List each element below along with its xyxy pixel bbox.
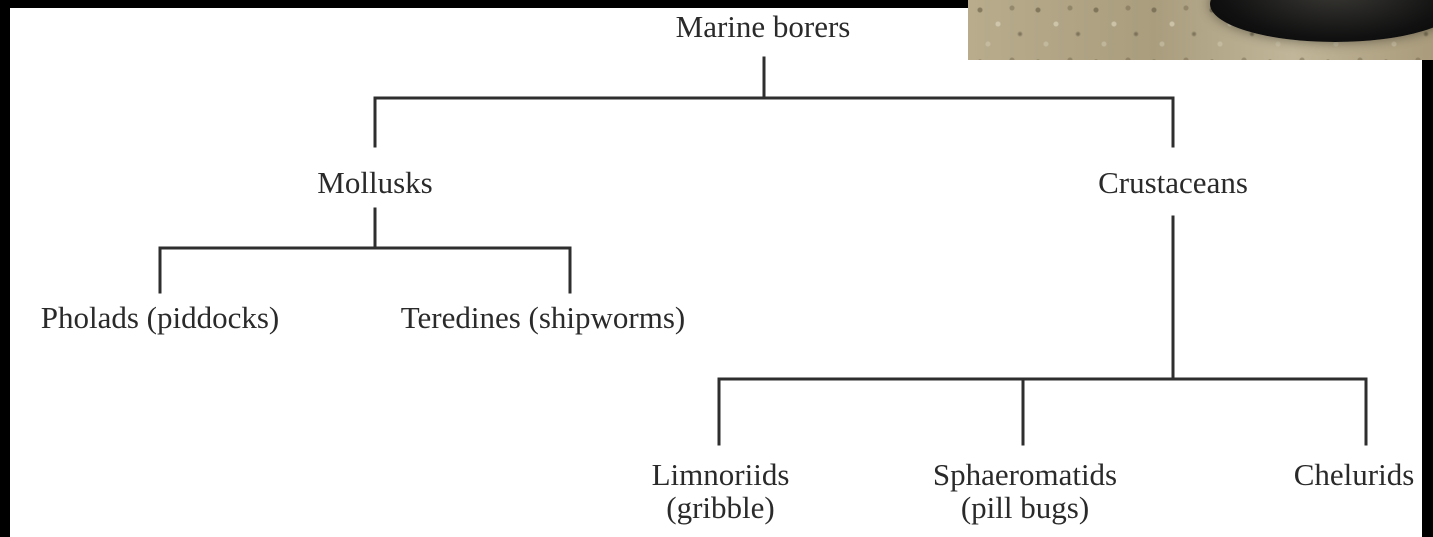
leaf-node-sphaeromatids: Sphaeromatids (pill bugs) bbox=[905, 458, 1145, 524]
leaf-node-pholads: Pholads (piddocks) bbox=[10, 301, 310, 334]
branch-node-mollusks: Mollusks bbox=[280, 166, 470, 199]
leaf-node-chelurids: Chelurids bbox=[1286, 458, 1422, 491]
root-node-marine-borers: Marine borers bbox=[643, 10, 883, 43]
limnoriids-label-line-1: Limnoriids bbox=[618, 458, 823, 491]
sphaeromatids-label-line-2: (pill bugs) bbox=[905, 491, 1145, 524]
limnoriids-label-line-2: (gribble) bbox=[618, 491, 823, 524]
sphaeromatids-label-line-1: Sphaeromatids bbox=[905, 458, 1145, 491]
leaf-node-limnoriids: Limnoriids (gribble) bbox=[618, 458, 823, 524]
branch-node-crustaceans: Crustaceans bbox=[1058, 166, 1288, 199]
leaf-node-teredines: Teredines (shipworms) bbox=[368, 301, 718, 334]
